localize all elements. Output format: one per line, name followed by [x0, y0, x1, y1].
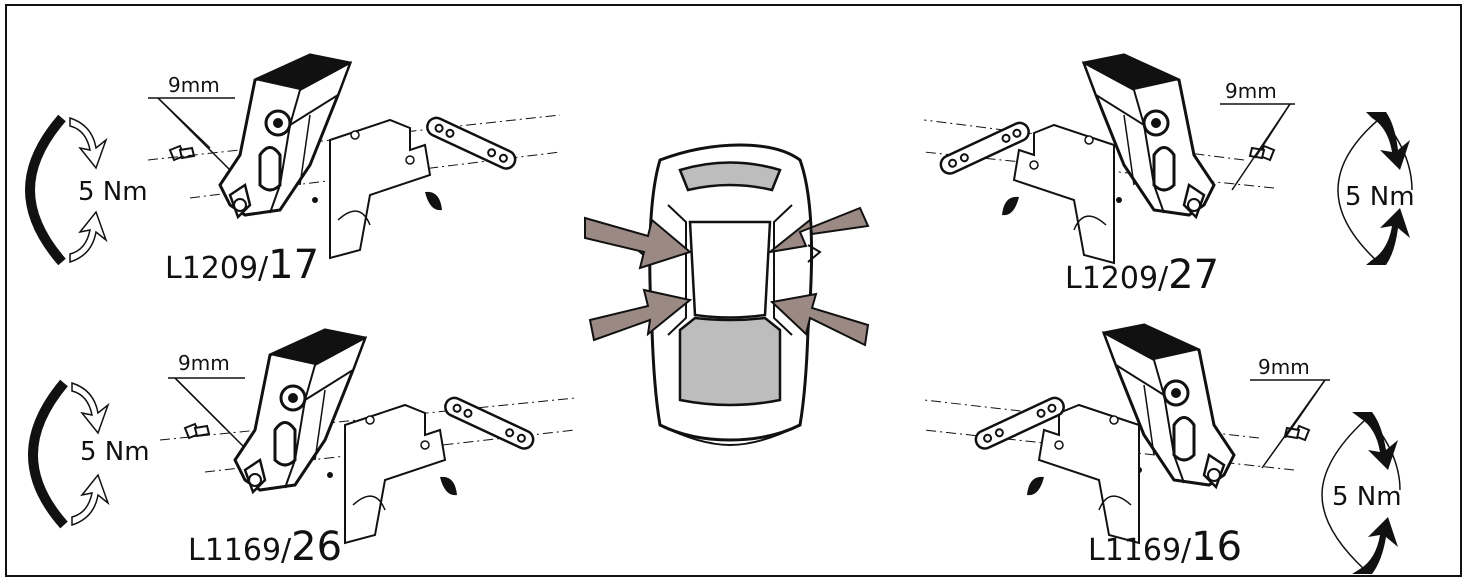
- mount-point-arrow-icon: [584, 206, 870, 347]
- clamp-bracket-icon: [1026, 404, 1140, 544]
- torque-label: 5 Nm: [1332, 482, 1402, 512]
- torque-label: 5 Nm: [78, 177, 148, 207]
- clamp-bracket-icon: [1001, 124, 1115, 264]
- wrench-size-label: 9mm: [178, 351, 230, 375]
- panel-top-left: 5 Nm 9mm L1209/17: [24, 53, 561, 288]
- torque-rotation-icon: [1321, 412, 1401, 574]
- wrench-size-label: 9mm: [1225, 79, 1277, 103]
- diagram-frame: [5, 4, 1462, 577]
- torque-rotation-icon: [1337, 112, 1413, 265]
- clamp-bracket-icon: [344, 404, 458, 544]
- wrench-size-label: 9mm: [1258, 355, 1310, 379]
- torque-label: 5 Nm: [1345, 182, 1415, 212]
- car-top-view-icon: [638, 143, 822, 447]
- clamp-bracket-icon: [329, 119, 443, 259]
- panel-bottom-left: 5 Nm 9mm L1169/26: [27, 328, 576, 570]
- part-code-label: L1169/26: [188, 524, 342, 570]
- torque-label: 5 Nm: [80, 437, 150, 467]
- panel-top-right: 5 Nm 9mm L1209/27: [923, 53, 1415, 298]
- part-code-label: L1169/16: [1088, 524, 1242, 570]
- wrench-size-label: 9mm: [168, 73, 220, 97]
- panel-bottom-right: 5 Nm 9mm L1169/16: [923, 323, 1402, 574]
- part-code-label: L1209/17: [165, 242, 319, 288]
- part-code-label: L1209/27: [1065, 252, 1219, 298]
- torque-rotation-icon: [27, 379, 110, 529]
- torque-rotation-icon: [24, 114, 108, 266]
